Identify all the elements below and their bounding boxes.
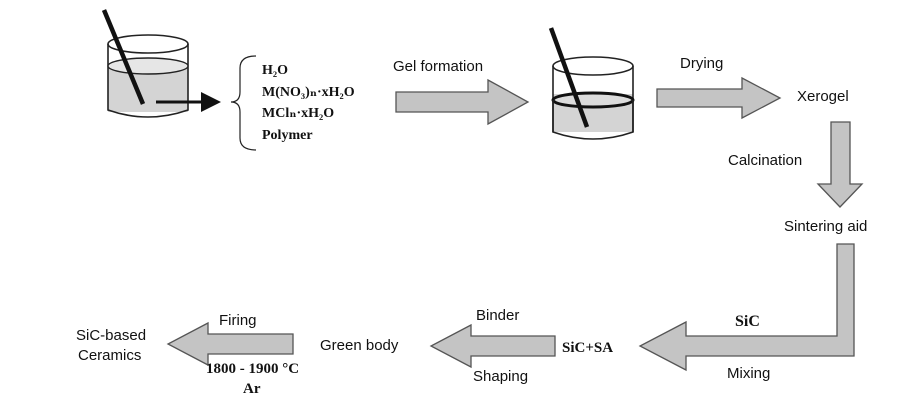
gel-formation-arrow-icon (395, 78, 530, 126)
green-body-label: Green body (320, 337, 399, 354)
curly-brace-icon (230, 55, 257, 151)
sic-label: SiC (735, 313, 760, 330)
calcination-label: Calcination (728, 152, 802, 169)
sintering-aid-label: Sintering aid (784, 218, 867, 235)
reagent-h2o: H₂O (262, 63, 288, 78)
shaping-arrow-icon (429, 323, 556, 369)
product-label-line1: SiC-based (76, 327, 146, 344)
atmosphere-label: Ar (243, 381, 261, 397)
reagent-nitrate: M(NO₃)ₙ·xH₂O (262, 85, 355, 100)
sic-sa-label: SiC+SA (562, 340, 613, 356)
xerogel-label: Xerogel (797, 88, 849, 105)
beaker-solution-icon (101, 9, 189, 118)
binder-label: Binder (476, 307, 519, 324)
temperature-label: 1800 - 1900 °C (206, 361, 299, 377)
drying-arrow-icon (656, 76, 782, 120)
beaker-gel-icon (548, 27, 635, 140)
black-arrow-icon (156, 92, 221, 112)
calcination-arrow-icon (816, 121, 864, 208)
product-label-line2: Ceramics (78, 347, 141, 364)
mixing-arrow-icon (638, 243, 855, 372)
shaping-label: Shaping (473, 368, 528, 385)
reagent-polymer: Polymer (262, 128, 313, 143)
mixing-label: Mixing (727, 365, 770, 382)
firing-arrow-icon (166, 321, 294, 367)
reagent-chloride: MClₙ·xH₂O (262, 106, 334, 121)
drying-label: Drying (680, 55, 723, 72)
firing-label: Firing (219, 312, 257, 329)
gel-formation-label: Gel formation (393, 58, 483, 75)
